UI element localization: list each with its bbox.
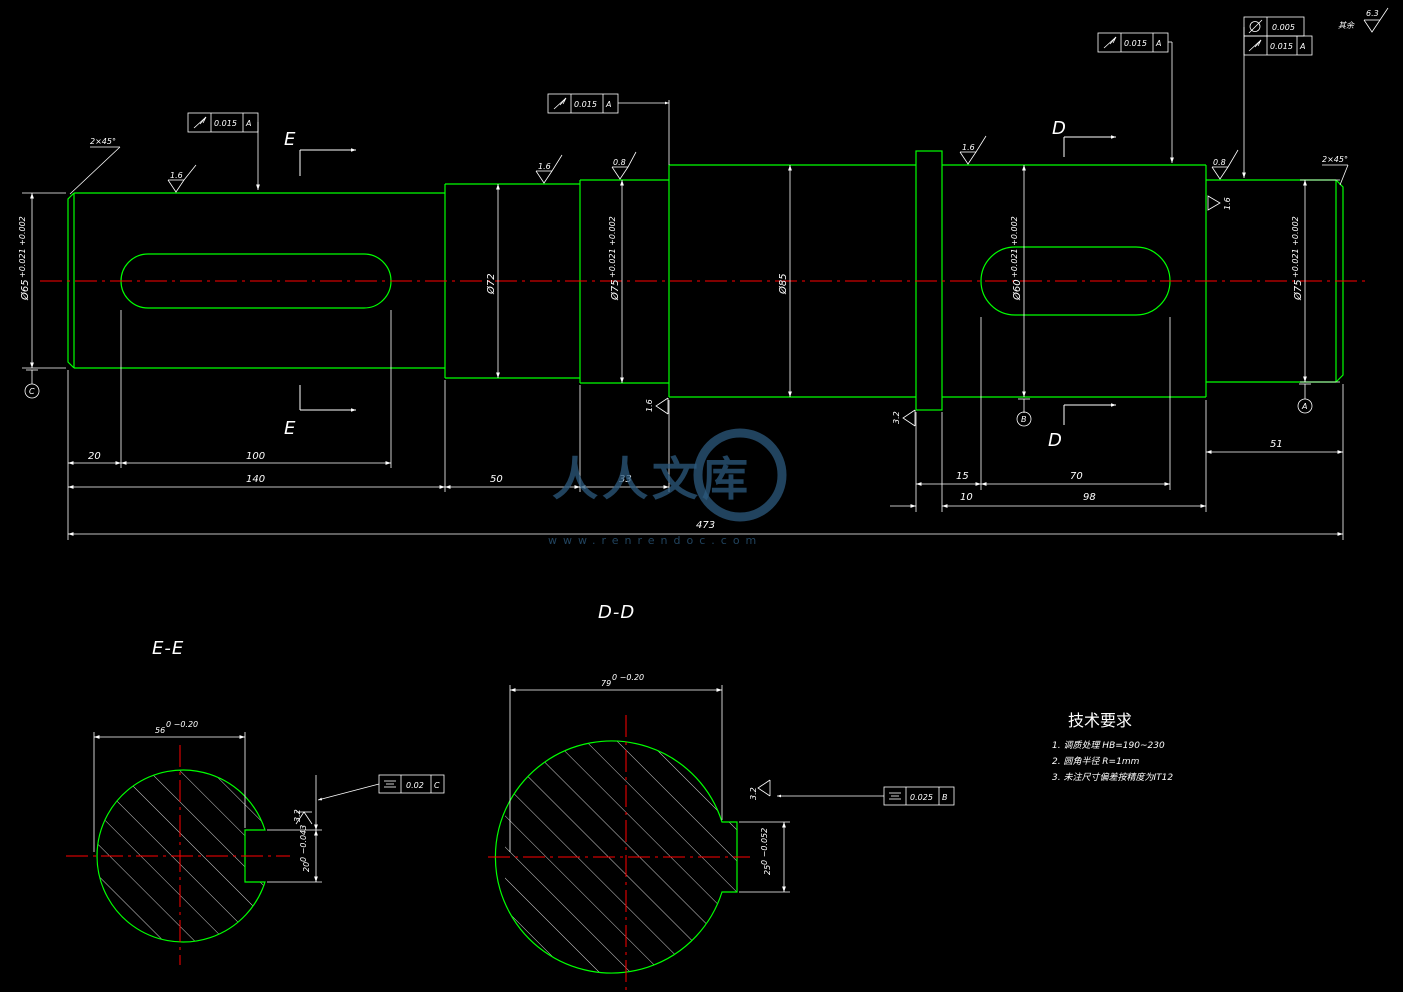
roughness-5: 3.2 xyxy=(892,411,901,424)
ee-key-dev: 0 −0.043 xyxy=(299,825,308,862)
dim-15: 15 xyxy=(956,471,969,482)
roughness-1: 1.6 xyxy=(170,171,183,180)
dia-65-dev: +0.021 +0.002 xyxy=(18,216,27,278)
dia-60-dev: +0.021 +0.002 xyxy=(1010,216,1019,278)
requirement-1: 1. 调质处理 HB=190~230 xyxy=(1052,740,1165,751)
tol-3-value: 0.015 xyxy=(1124,39,1147,48)
section-ee-title: E-E xyxy=(152,638,184,659)
dia-85: Ø85 xyxy=(777,273,789,295)
datum-b: B xyxy=(1021,415,1027,424)
requirement-3: 3. 未注尺寸偏差按精度为IT12 xyxy=(1052,772,1173,783)
tol-5-datum: A xyxy=(1299,42,1305,51)
ee-width: 56 xyxy=(155,726,165,735)
dim-51: 51 xyxy=(1270,439,1283,450)
roughness-6: 1.6 xyxy=(962,143,975,152)
roughness-texts: 1.6 1.6 0.8 1.6 3.2 1.6 0.8 1.6 6.3 其余 3… xyxy=(170,9,1379,822)
dim-20: 20 xyxy=(88,451,101,462)
requirement-2: 2. 圆角半径 R=1mm xyxy=(1052,756,1140,767)
tol-1-datum: A xyxy=(245,119,251,128)
dim-70: 70 xyxy=(1070,471,1083,482)
dd-width-dev: 0 −0.20 xyxy=(612,673,644,682)
tol-2-datum: A xyxy=(605,100,611,109)
tol-6-value: 0.02 xyxy=(406,781,424,790)
dia-75: Ø75 xyxy=(609,279,621,301)
tol-3-datum: A xyxy=(1155,39,1161,48)
roughness-2: 1.6 xyxy=(538,162,551,171)
tol-4-value: 0.005 xyxy=(1272,23,1295,32)
section-e-bottom: E xyxy=(284,418,296,439)
roughness-3: 0.8 xyxy=(613,158,626,167)
requirements-title: 技术要求 xyxy=(1068,711,1132,730)
dd-key: 25 xyxy=(763,865,772,875)
section-dd: 79 0 −0.20 25 0 −0.052 xyxy=(488,673,790,990)
section-d-top: D xyxy=(1052,118,1067,139)
dd-key-dev: 0 −0.052 xyxy=(760,828,769,865)
roughness-symbols xyxy=(167,7,1389,825)
datum-a: A xyxy=(1301,402,1307,411)
dim-50: 50 xyxy=(490,474,503,485)
roughness-general: 6.3 xyxy=(1366,9,1379,18)
roughness-8: 1.6 xyxy=(1223,197,1232,210)
tol-7-value: 0.025 xyxy=(910,793,933,802)
watermark-sub: www.renrendoc.com xyxy=(548,534,762,547)
roughness-10: 3.2 xyxy=(749,787,758,800)
tol-5-value: 0.015 xyxy=(1270,42,1293,51)
dia-75-right: Ø75 xyxy=(1292,279,1304,301)
dim-98: 98 xyxy=(1083,492,1096,503)
watermark-main: 人人文库 xyxy=(552,452,752,506)
tol-7-datum: B xyxy=(942,793,948,802)
tolerance-frames xyxy=(24,16,1313,806)
dia-75-right-dev: +0.021 +0.002 xyxy=(1291,216,1300,278)
dia-75-dev: +0.021 +0.002 xyxy=(608,216,617,278)
dimension-lines xyxy=(22,146,1349,540)
ee-key: 20 xyxy=(302,862,311,872)
dd-width: 79 xyxy=(601,679,611,688)
tol-6-datum: C xyxy=(434,781,440,790)
datum-c: C xyxy=(29,387,35,396)
section-letters: E E D D E-E D-D xyxy=(152,118,1067,659)
section-markers xyxy=(299,135,1116,425)
dim-473: 473 xyxy=(696,520,715,531)
dia-65: Ø65 xyxy=(19,279,31,301)
chamfer-left: 2×45° xyxy=(90,137,116,146)
dim-10: 10 xyxy=(960,492,973,503)
roughness-7: 0.8 xyxy=(1213,158,1226,167)
chamfer-right: 2×45° xyxy=(1322,155,1348,164)
tolerance-texts: 0.015 A 0.015 A 0.015 A 0.005 0.015 A 0.… xyxy=(29,23,1307,802)
section-dd-title: D-D xyxy=(598,602,635,623)
roughness-9: 3.2 xyxy=(293,809,302,822)
roughness-general-note: 其余 xyxy=(1338,21,1355,30)
watermark: 人人文库 www.renrendoc.com xyxy=(548,428,787,547)
dim-100: 100 xyxy=(246,451,265,462)
ee-width-dev: 0 −0.20 xyxy=(166,720,198,729)
section-ee: 56 0 −0.20 20 0 −0.043 xyxy=(66,720,322,965)
dim-33: 33 xyxy=(619,474,632,485)
tol-1-value: 0.015 xyxy=(214,119,237,128)
tol-2-value: 0.015 xyxy=(574,100,597,109)
dia-72: Ø72 xyxy=(485,273,497,295)
technical-requirements: 技术要求 1. 调质处理 HB=190~230 2. 圆角半径 R=1mm 3.… xyxy=(1052,711,1173,783)
section-e-top: E xyxy=(284,129,296,150)
section-d-bottom: D xyxy=(1048,430,1063,451)
roughness-4: 1.6 xyxy=(645,399,654,412)
dia-60: Ø60 xyxy=(1011,279,1023,301)
dim-140: 140 xyxy=(246,474,265,485)
dimension-texts: 20 100 140 50 33 15 70 10 98 51 473 2×45… xyxy=(18,137,1348,531)
